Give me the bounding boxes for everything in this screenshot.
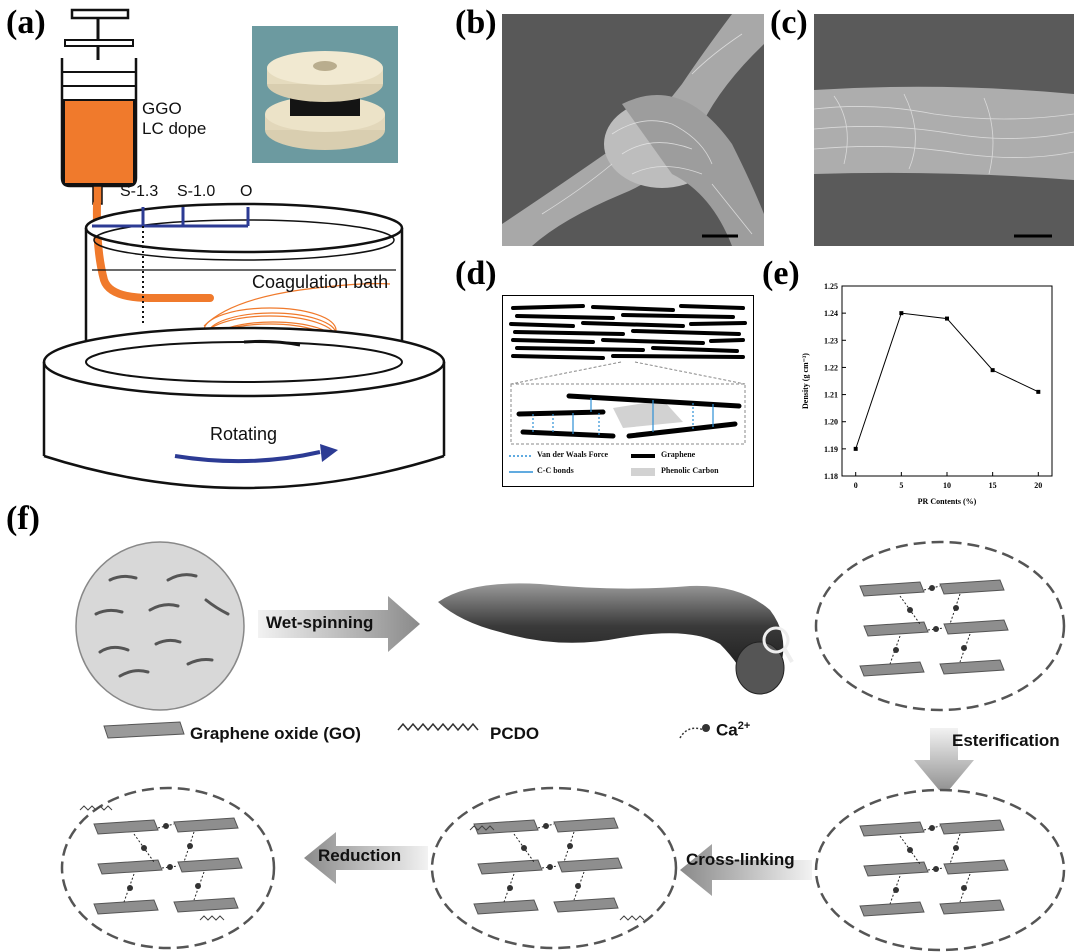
- reduction-label: Reduction: [318, 846, 402, 865]
- density-data-point: [899, 311, 904, 316]
- legend-go-label: Graphene oxide (GO): [190, 724, 361, 743]
- density-data-point: [945, 316, 949, 321]
- esterification-label: Esterification: [952, 731, 1060, 750]
- panel-c-label: (c): [770, 4, 808, 41]
- x-tick-label: 5: [899, 481, 903, 490]
- panel-a-label: (a): [6, 4, 46, 41]
- wet-spinning-label: Wet-spinning: [266, 613, 374, 632]
- y-tick-label: 1.23: [824, 336, 838, 345]
- legend-ca-text: Ca: [716, 720, 738, 740]
- legend-phenolic-carbon: Phenolic Carbon: [661, 466, 719, 475]
- syringe-text-lc-dope: LC dope: [142, 119, 207, 138]
- density-data-point: [1036, 389, 1041, 394]
- y-tick-label: 1.20: [824, 418, 838, 427]
- wet-spinning-apparatus-diagram: [42, 8, 446, 490]
- sem-image-knot: [502, 14, 764, 246]
- y-tick-label: 1.22: [824, 363, 838, 372]
- y-tick-label: 1.24: [824, 309, 838, 318]
- density-chart: 1.18 1.19 1.20 1.21 1.22 1.23 1.24 1.25 0 5 10 15 20…: [801, 282, 1053, 506]
- density-data-point: [990, 368, 995, 373]
- panel-f-label: (f): [6, 500, 40, 537]
- x-axis-label: PR Contents (%): [918, 497, 977, 506]
- x-tick-label: 10: [943, 481, 951, 490]
- y-axis-label: Density (g cm⁻³): [801, 353, 810, 409]
- y-tick-label: 1.25: [824, 282, 838, 291]
- legend-vdw: Van der Waals Force: [537, 450, 609, 459]
- panel-e-label: (e): [762, 255, 800, 292]
- y-tick-label: 1.21: [824, 391, 838, 400]
- density-data-point: [853, 446, 858, 451]
- x-tick-label: 20: [1034, 481, 1042, 490]
- y-tick-label: 1.18: [824, 472, 838, 481]
- marker-o: O: [240, 183, 253, 200]
- fiber-spool-photo: [252, 26, 398, 163]
- legend-ca-sup: 2+: [737, 720, 751, 732]
- cross-linking-label: Cross-linking: [686, 850, 795, 869]
- panel-d-label: (d): [455, 255, 497, 292]
- legend-pcdo-label: PCDO: [490, 724, 540, 743]
- marker-s10: S-1.0: [177, 183, 216, 200]
- rotating-label: Rotating: [210, 424, 278, 444]
- legend-graphene: Graphene: [661, 450, 696, 459]
- x-tick-label: 0: [854, 481, 858, 490]
- chart-frame: [841, 285, 1053, 477]
- x-tick-label: 15: [989, 481, 997, 490]
- coagulation-bath-label: Coagulation bath: [252, 272, 389, 292]
- gf-fabrication-scheme: [60, 540, 1066, 952]
- syringe-text-ggo: GGO: [142, 99, 182, 118]
- legend-ca-label: Ca2+: [716, 720, 750, 741]
- panel-b-label: (b): [455, 4, 497, 41]
- y-tick-label: 1.19: [824, 445, 838, 454]
- graphene-structure-schematic: Van der Waals Force Graphene C-C bonds P…: [502, 295, 754, 487]
- marker-s13: S-1.3: [120, 183, 159, 200]
- density-series-line: [855, 312, 1039, 450]
- legend-cc-bonds: C-C bonds: [537, 466, 574, 475]
- sem-image-fiber-surface: [814, 14, 1074, 246]
